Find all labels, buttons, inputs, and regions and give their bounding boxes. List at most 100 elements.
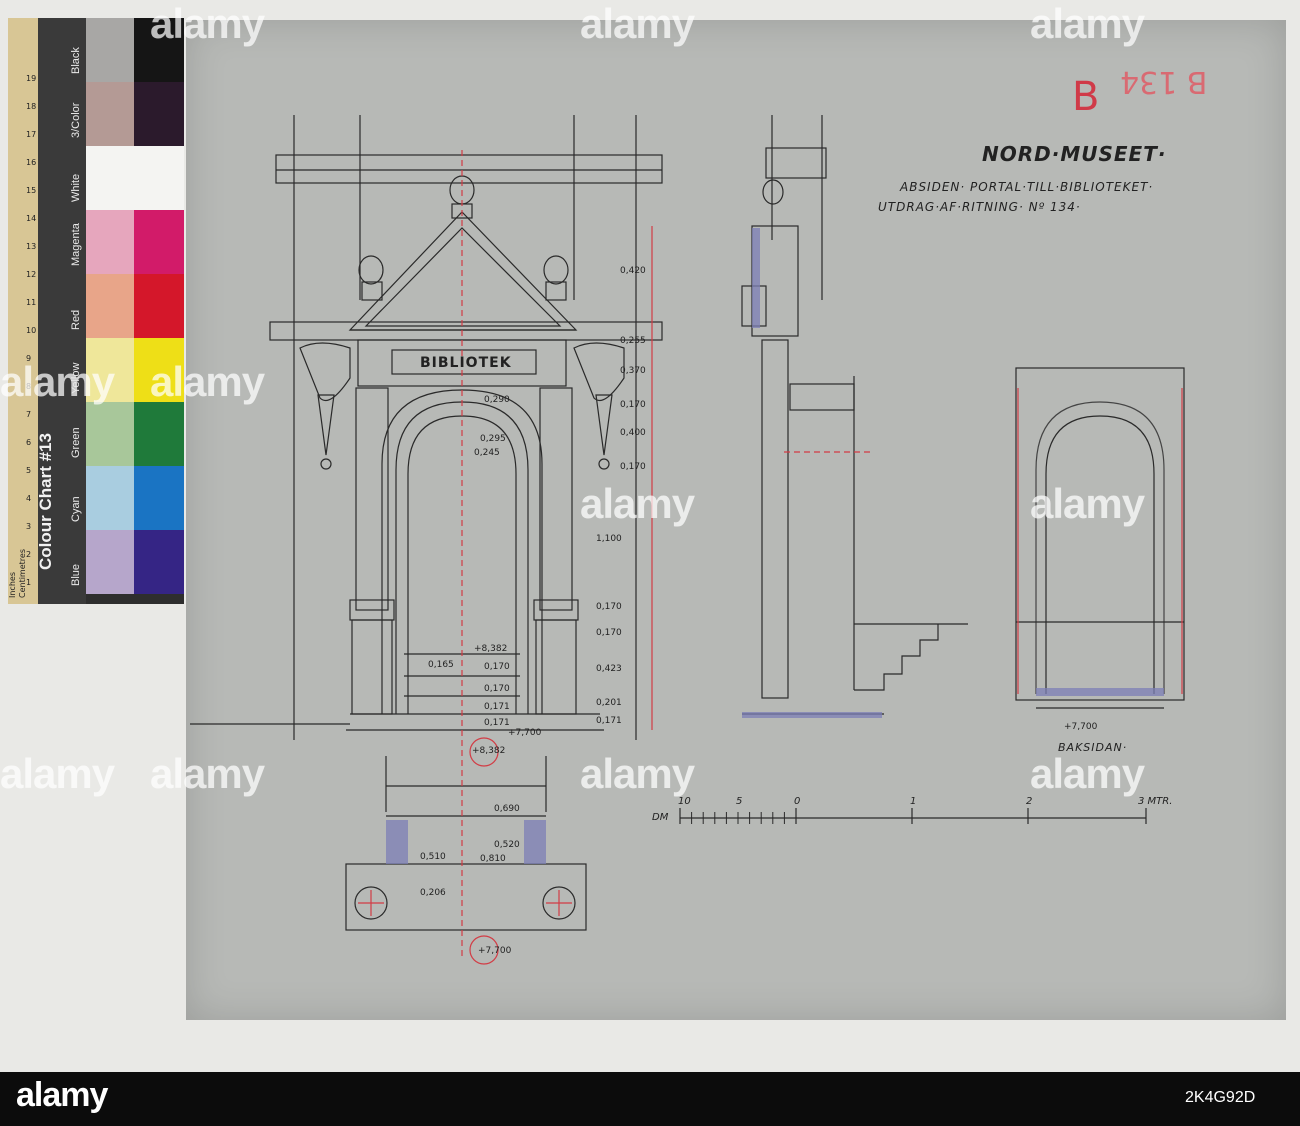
step-dimension: 0,165 <box>428 660 454 670</box>
watermark: alamy <box>0 750 115 797</box>
swatch-light-red <box>86 274 134 338</box>
swatch-dark-blue <box>134 530 184 594</box>
drawing-subtitle-2: UTDRAG·AF·RITNING· Nº 134· <box>878 200 1081 214</box>
plan-dimension: 0,206 <box>420 888 446 898</box>
swatch-light-green <box>86 402 134 466</box>
ruler-mark: 3 <box>26 522 32 531</box>
drawing-subtitle-1: ABSIDEN· PORTAL·TILL·BIBLIOTEKET· <box>900 180 1154 194</box>
elevation-dimension: 0,420 <box>620 266 646 276</box>
plan-dimension: +7,700 <box>478 946 512 956</box>
elevation-dimension: 0,370 <box>620 366 646 376</box>
scale-label: 1 <box>910 796 917 807</box>
ruler-mark: 18 <box>26 102 37 111</box>
elevation-dimension: 0,171 <box>596 716 622 726</box>
swatch-name: Green <box>70 427 82 458</box>
plan-dimension: 0,510 <box>420 852 446 862</box>
swatch-dark-cyan <box>134 466 184 530</box>
ruler-mark: 11 <box>26 298 37 307</box>
ruler-mark: 7 <box>26 410 32 419</box>
ruler-mark: 4 <box>26 494 32 503</box>
ruler-mark: 13 <box>26 242 37 251</box>
elevation-dimension: 0,170 <box>620 462 646 472</box>
footer-logo: alamy <box>16 1076 108 1114</box>
swatch-dark-yellow <box>134 338 184 402</box>
swatch-name: Blue <box>70 563 82 586</box>
swatch-name: Red <box>70 309 82 330</box>
image-id: 2K4G92D <box>1185 1089 1256 1106</box>
swatch-light-yellow <box>86 338 134 402</box>
ruler-mark: 12 <box>26 270 37 279</box>
ruler-mark: 17 <box>26 130 37 139</box>
swatch-name: Yellow <box>70 362 82 394</box>
plan-dimension: +8,382 <box>472 746 506 756</box>
plan-dimension: 0,810 <box>480 854 506 864</box>
elevation-dimension: 0,255 <box>620 336 646 346</box>
footer-band <box>0 1072 1300 1126</box>
back-view-label: BAKSIDAN· <box>1058 741 1128 754</box>
step-dimension: 0,170 <box>484 684 510 694</box>
drawing-sheet <box>186 20 1286 1020</box>
ruler-mark: 14 <box>26 214 37 223</box>
watermark: alamy <box>150 0 265 47</box>
watermark: alamy <box>580 750 695 797</box>
swatch-dark-green <box>134 402 184 466</box>
swatch-dark-black <box>134 18 184 82</box>
scale-label: 0 <box>794 796 801 807</box>
door-dimension: 0,295 <box>480 434 506 444</box>
scale-label: 3 MTR. <box>1138 796 1173 807</box>
plan-dimension: 0,520 <box>494 840 520 850</box>
swatch-light-blue <box>86 530 134 594</box>
ruler-mark: 9 <box>26 354 32 363</box>
ruler-mark: 5 <box>26 466 32 475</box>
swatch-name: 3/Color <box>70 102 82 138</box>
chart-label-area <box>38 18 86 604</box>
elevation-dimension: 1,100 <box>596 534 622 544</box>
scale-label: 2 <box>1026 796 1033 807</box>
elevation-dimension: 0,423 <box>596 664 622 674</box>
portal-sign: BIBLIOTEK <box>420 355 512 371</box>
elevation-dimension: 0,400 <box>620 428 646 438</box>
watermark: alamy <box>1030 480 1145 527</box>
watermark: alamy <box>580 480 695 527</box>
swatch-name: White <box>70 173 82 202</box>
watermark: alamy <box>580 0 695 47</box>
door-dimension: 0,290 <box>484 395 510 405</box>
swatch-light-white <box>86 146 134 210</box>
ruler-mark: 1 <box>26 578 32 587</box>
watermark: alamy <box>0 358 115 405</box>
step-dimension: 0,170 <box>484 662 510 672</box>
elevation-dimension: 0,170 <box>620 400 646 410</box>
swatch-dark-3color <box>134 82 184 146</box>
scale-label: 10 <box>678 796 691 807</box>
swatch-dark-white <box>134 146 184 210</box>
ruler-mark: 8 <box>26 382 32 391</box>
ruler-mark: 15 <box>26 186 37 195</box>
ruler-mark: 2 <box>26 550 32 559</box>
swatch-light-3color <box>86 82 134 146</box>
swatch-name: Cyan <box>70 496 82 522</box>
step-dimension: 0,171 <box>484 718 510 728</box>
catalog-mark: B <box>1072 74 1100 120</box>
step-dimension: 0,171 <box>484 702 510 712</box>
door-dimension: 0,245 <box>474 448 500 458</box>
watermark: alamy <box>150 358 265 405</box>
scale-prefix: DM <box>652 812 669 823</box>
elevation-dimension: 0,201 <box>596 698 622 708</box>
step-dimension: +7,700 <box>508 728 542 738</box>
swatch-dark-red <box>134 274 184 338</box>
back-level: +7,700 <box>1064 722 1098 732</box>
watermark: alamy <box>150 750 265 797</box>
catalog-reference: B 134 <box>1120 64 1208 99</box>
ruler-mark: 10 <box>26 326 37 335</box>
watermark: alamy <box>1030 0 1145 47</box>
plan-dimension: 0,690 <box>494 804 520 814</box>
swatch-name: Black <box>70 47 82 74</box>
swatch-light-magenta <box>86 210 134 274</box>
scale-label: 5 <box>736 796 743 807</box>
swatch-name: Magenta <box>70 223 82 266</box>
elevation-dimension: 0,170 <box>596 628 622 638</box>
